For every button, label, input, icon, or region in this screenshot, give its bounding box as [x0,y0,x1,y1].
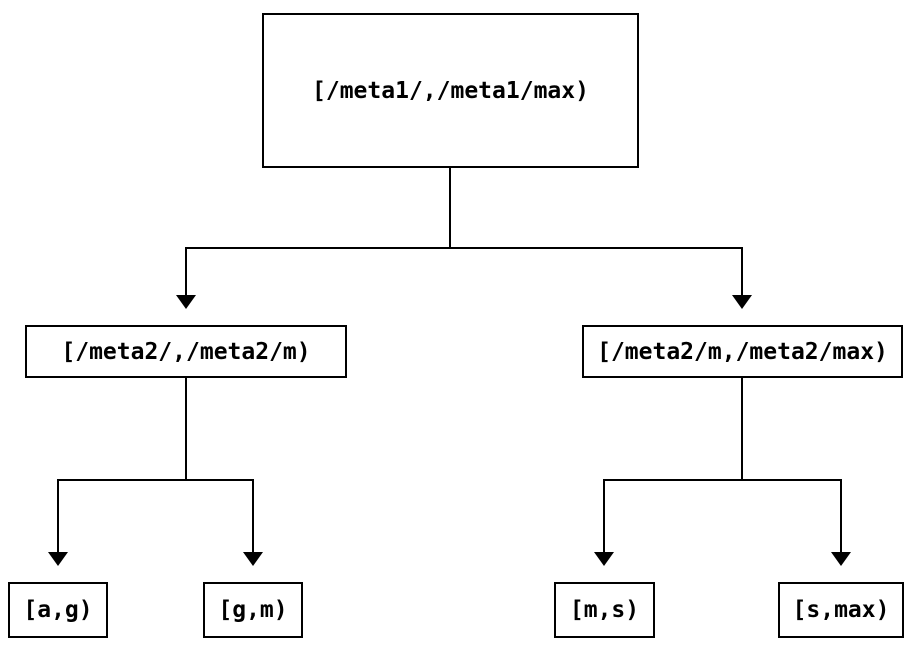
arrow-down-icon [732,295,752,309]
edge-left-right-leg [252,479,254,552]
edge-root-left-leg [185,247,187,295]
arrow-down-icon [831,552,851,566]
node-root-meta1-range: [/meta1/,/meta1/max) [262,13,639,168]
arrow-down-icon [176,295,196,309]
node-meta2-lower-range: [/meta2/,/meta2/m) [25,325,347,378]
node-leaf-g-m: [g,m) [203,582,303,638]
edge-right-right-leg [840,479,842,552]
edge-left-crossbar [57,479,254,481]
node-meta2-upper-range: [/meta2/m,/meta2/max) [582,325,903,378]
edge-root-crossbar [185,247,743,249]
node-leaf-a-g: [a,g) [8,582,108,638]
edge-left-left-leg [57,479,59,552]
node-leaf-s-max: [s,max) [778,582,904,638]
node-leaf-m-s: [m,s) [554,582,655,638]
edge-left-stem [185,378,187,481]
arrow-down-icon [243,552,263,566]
edge-right-stem [741,378,743,481]
arrow-down-icon [594,552,614,566]
edge-right-left-leg [603,479,605,552]
arrow-down-icon [48,552,68,566]
edge-root-stem [449,168,451,248]
edge-right-crossbar [603,479,842,481]
edge-root-right-leg [741,247,743,295]
